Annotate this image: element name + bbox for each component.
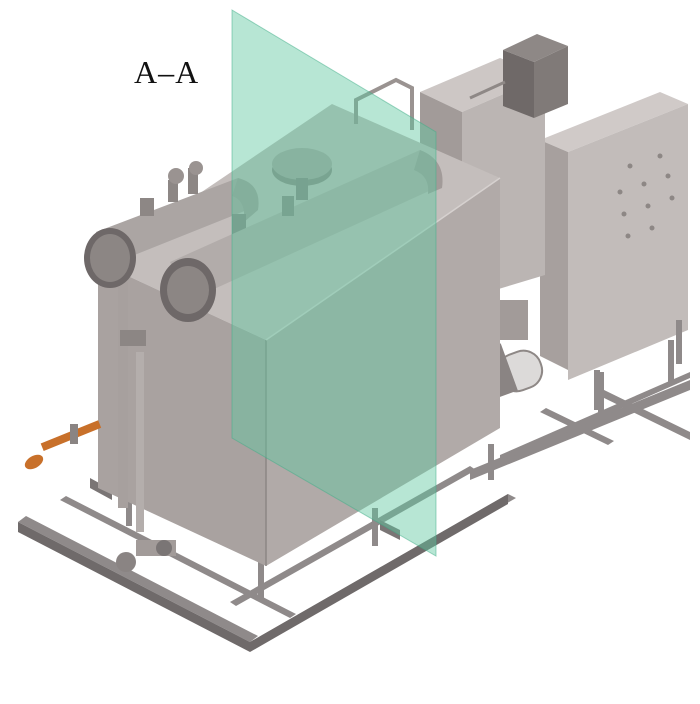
inlet-valve xyxy=(24,420,102,470)
control-cabinet xyxy=(540,92,688,410)
junction-box xyxy=(469,34,568,118)
side-piping xyxy=(116,282,176,572)
header-pipe-right xyxy=(160,150,443,322)
section-label: A–A xyxy=(134,54,200,90)
vent-pipe xyxy=(354,77,414,130)
base-frame xyxy=(18,340,690,652)
manhole xyxy=(272,148,332,200)
cabinet-bolts xyxy=(617,153,675,239)
section-plane-a-a xyxy=(231,9,437,557)
